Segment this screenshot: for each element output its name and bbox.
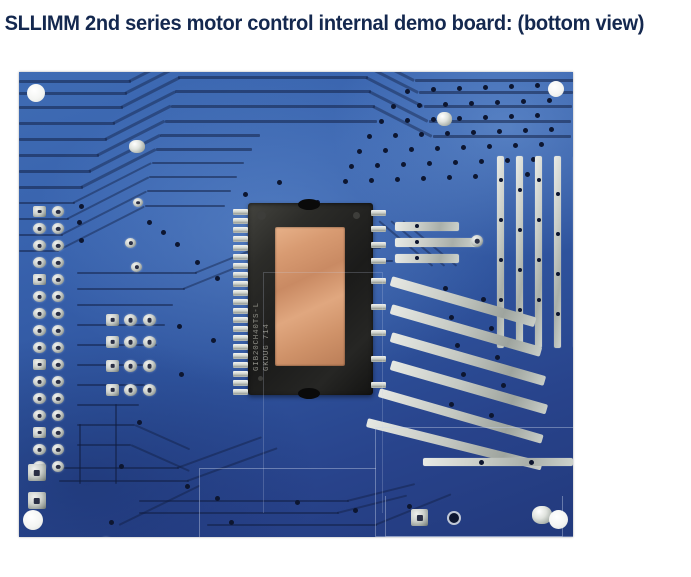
ground-plane-outlines — [19, 72, 573, 537]
bottom-pad-cluster — [19, 72, 573, 537]
module-pins — [19, 72, 573, 537]
power-bus-bars — [19, 72, 573, 537]
resistor-pad-rows — [19, 72, 573, 537]
heat-spreader — [275, 227, 345, 366]
mounting-hole-top-right — [548, 81, 564, 97]
pcb-board-photo: GIB20CH40TS-L GKDUG 714 — [19, 72, 573, 537]
mounting-hole-bottom-left — [23, 510, 43, 530]
via-matrix-top-right — [19, 72, 573, 537]
mounting-hole-bottom-right — [549, 510, 568, 529]
mounting-holes — [19, 72, 573, 537]
sllimm-power-module: GIB20CH40TS-L GKDUG 714 — [248, 199, 373, 399]
figure-caption: . SLLIMM 2nd series motor control intern… — [0, 12, 645, 35]
mounting-hole-top-left — [27, 84, 45, 102]
high-current-traces — [19, 72, 573, 537]
top-trace-bands — [19, 72, 573, 537]
